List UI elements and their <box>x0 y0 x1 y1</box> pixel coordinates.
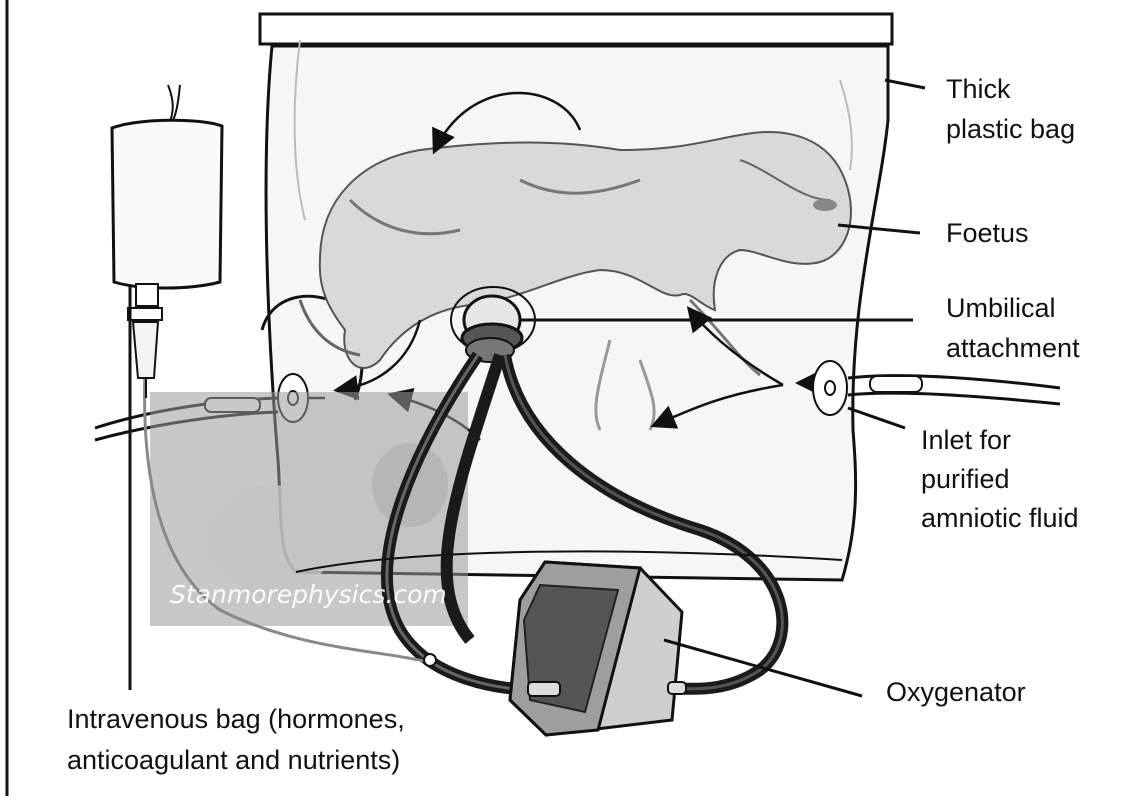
label-inlet-line1: Inlet for <box>921 421 1011 459</box>
label-inlet-line2: purified <box>921 460 1010 498</box>
label-oxygenator: Oxygenator <box>886 673 1026 711</box>
label-bag-line1: Thick <box>946 70 1011 108</box>
label-iv-line1: Intravenous bag (hormones, <box>67 700 405 738</box>
label-iv-line2: anticoagulant and nutrients) <box>67 741 400 779</box>
label-umbilical-line1: Umbilical <box>946 289 1056 327</box>
label-inlet-line3: amniotic fluid <box>921 499 1079 537</box>
leader-inlet <box>848 408 905 428</box>
label-foetus: Foetus <box>946 214 1029 252</box>
inlet-port <box>813 361 847 415</box>
watermark-text: Stanmorephysics.com <box>170 580 447 609</box>
leader-bag <box>885 80 925 88</box>
label-umbilical-line2: attachment <box>946 329 1080 367</box>
bag-top-clamp <box>260 14 892 44</box>
oxygenator-device-icon <box>510 562 686 735</box>
label-bag-line2: plastic bag <box>946 110 1075 148</box>
